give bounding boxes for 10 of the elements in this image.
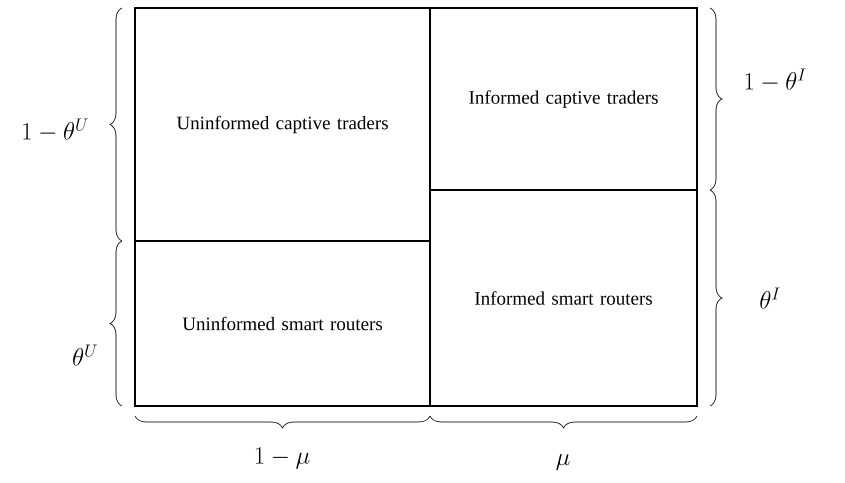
math-label: $1-\theta^{I}$: [746, 68, 806, 90]
math-label: $\theta^{U}$: [73, 344, 97, 366]
cell-box: Informed captive traders: [429, 7, 698, 191]
math-label: $\theta^{I}$: [760, 288, 780, 309]
cell-box: Informed smart routers: [429, 189, 698, 407]
math-label: $1-\mu$: [256, 447, 310, 469]
math-label: $\mu$: [556, 454, 570, 470]
math-label: $1-\theta^{U}$: [23, 118, 88, 140]
cell-box: Uninformed smart routers: [134, 240, 431, 407]
cell-box: Uninformed captive traders: [134, 7, 431, 242]
